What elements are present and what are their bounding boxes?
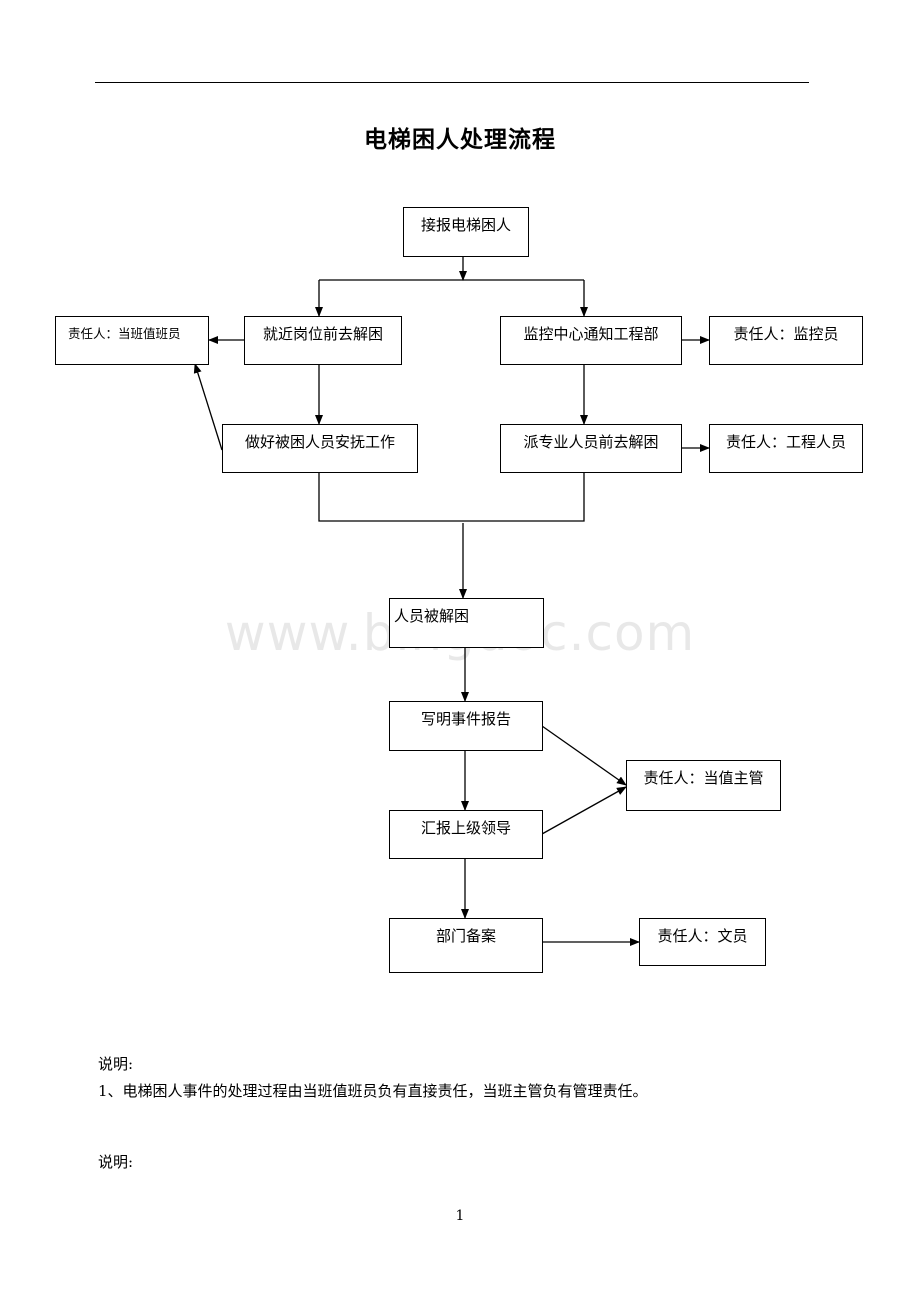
node-resp-eng: 责任人：工程人员 [709,424,863,473]
page-number: 1 [455,1208,465,1224]
node-resp-monitor: 责任人：监控员 [709,316,863,365]
header-rule [95,82,809,83]
merge-lines [318,473,585,522]
notes-item-1: 1、电梯困人事件的处理过程由当班值班员负有直接责任，当班主管负有管理责任。 [98,1082,648,1100]
node-resp-clerk: 责任人：文员 [639,918,766,966]
node-dispatch: 派专业人员前去解困 [500,424,682,473]
node-resp-supervisor: 责任人：当值主管 [626,760,781,811]
node-superior: 汇报上级领导 [389,810,543,859]
node-freed: 人员被解困 [389,598,544,648]
node-comfort: 做好被困人员安抚工作 [222,424,418,473]
node-archive: 部门备案 [389,918,543,973]
arrow-report-supervisor [541,725,627,786]
node-receive: 接报电梯困人 [403,207,529,257]
node-nearby: 就近岗位前去解困 [244,316,402,365]
node-report: 写明事件报告 [389,701,543,751]
arrow-comfort-resp [193,363,223,451]
notes-label-2: 说明: [98,1153,134,1171]
page-title: 电梯困人处理流程 [364,126,556,153]
notes-label-1: 说明: [98,1055,134,1073]
node-resp-duty: 责任人：当班值班员 [55,316,209,365]
arrow-superior-supervisor [541,786,627,835]
node-monitor: 监控中心通知工程部 [500,316,682,365]
